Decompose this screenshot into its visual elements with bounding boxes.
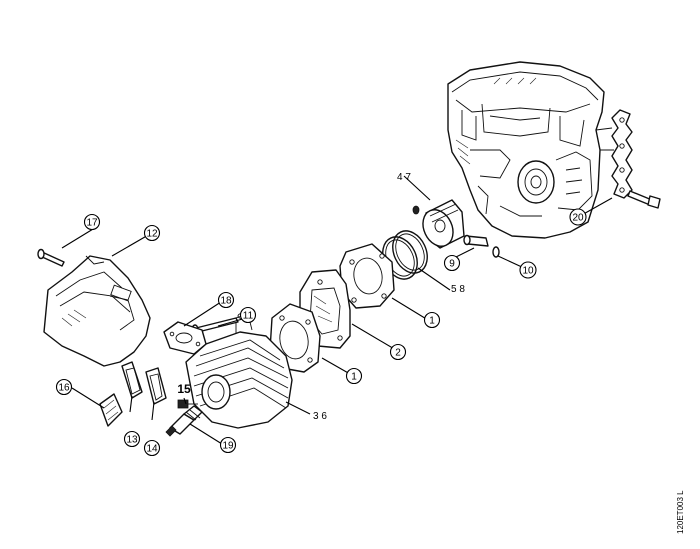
cover-plate-16 <box>99 393 123 427</box>
callout-16: 16 <box>55 378 73 396</box>
svg-text:5 8: 5 8 <box>451 284 465 295</box>
callout-17: 17 <box>83 213 101 231</box>
svg-text:2: 2 <box>395 348 401 359</box>
screw-17 <box>37 248 65 267</box>
svg-text:14: 14 <box>146 444 158 455</box>
callouts: 17 12 18 11 16 13 14 15 <box>55 172 587 457</box>
crankcase <box>447 61 614 239</box>
svg-text:9: 9 <box>449 259 455 270</box>
spark-plug <box>165 405 203 437</box>
callout-1-lower: 1 <box>345 367 363 385</box>
piston-pin <box>463 234 489 247</box>
svg-text:4 7: 4 7 <box>397 172 411 183</box>
callout-9: 9 <box>443 254 461 272</box>
callout-1-upper: 1 <box>423 311 441 329</box>
svg-text:20: 20 <box>572 213 584 224</box>
callout-2: 2 <box>389 343 407 361</box>
callout-5-8: 5 8 <box>451 284 465 295</box>
base-gasket <box>339 243 395 309</box>
svg-text:16: 16 <box>58 383 70 394</box>
cylinder <box>185 312 293 429</box>
callout-19: 19 <box>219 436 237 454</box>
svg-text:1: 1 <box>351 372 357 383</box>
piston <box>412 199 465 249</box>
callout-15: 15 <box>177 382 191 396</box>
svg-text:12: 12 <box>146 229 158 240</box>
svg-text:3 6: 3 6 <box>313 411 327 422</box>
shroud-cover <box>43 255 151 367</box>
svg-text:17: 17 <box>86 218 98 229</box>
drawing-code: 120ET003 L <box>676 490 685 534</box>
svg-text:15: 15 <box>177 382 191 396</box>
screw-20 <box>627 190 661 209</box>
svg-text:18: 18 <box>220 296 232 307</box>
decompression-valve <box>177 399 198 409</box>
gasket-strip <box>611 109 633 199</box>
callout-18: 18 <box>217 291 235 309</box>
svg-text:11: 11 <box>243 311 254 322</box>
callout-14: 14 <box>143 439 161 457</box>
intake-gasket <box>163 321 207 355</box>
callout-20: 20 <box>569 208 587 226</box>
svg-text:13: 13 <box>126 435 138 446</box>
callout-10: 10 <box>519 261 537 279</box>
callout-4-7: 4 7 <box>397 172 411 183</box>
svg-text:1: 1 <box>429 316 435 327</box>
callout-13: 13 <box>123 430 141 448</box>
callout-11: 11 <box>239 306 257 324</box>
svg-text:10: 10 <box>522 266 534 277</box>
callout-12: 12 <box>143 224 161 242</box>
svg-text:19: 19 <box>222 441 234 452</box>
callout-3-6: 3 6 <box>313 411 327 422</box>
circlip <box>492 246 500 258</box>
gasket-13 <box>121 361 143 399</box>
gasket-14 <box>145 367 167 405</box>
